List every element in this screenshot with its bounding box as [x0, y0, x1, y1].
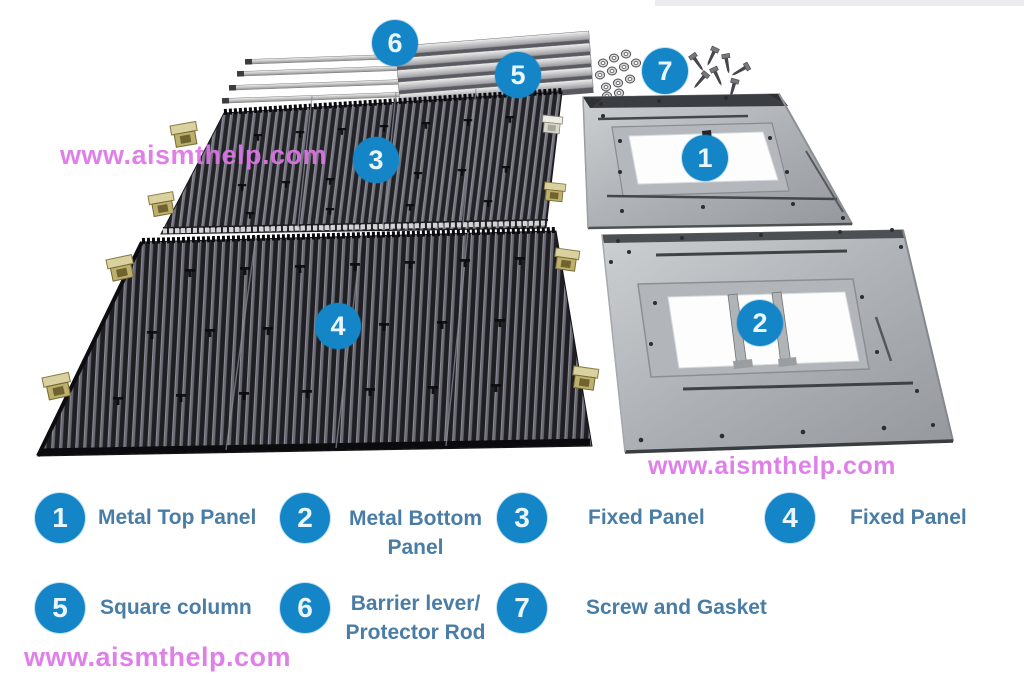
legend-label-4: Fixed Panel	[850, 506, 967, 529]
callout-badge-2: 2	[737, 300, 783, 346]
fixed-panel-bottom-part	[36, 227, 600, 457]
callout-badge-3: 3	[353, 137, 399, 183]
legend-badge-4: 4	[765, 493, 815, 543]
legend-label-1: Metal Top Panel	[98, 506, 257, 529]
watermark-text-top: www.aismthelp.com	[60, 140, 328, 170]
legend-label-7: Screw and Gasket	[586, 596, 767, 619]
callout-badge-7: 7	[642, 48, 688, 94]
callout-badge-6: 6	[372, 20, 418, 66]
watermark-text-bottom: www.aismthelp.com	[24, 642, 292, 672]
legend-badge-6: 6	[280, 583, 330, 633]
legend-badge-7: 7	[497, 583, 547, 633]
legend-badge-5: 5	[35, 583, 85, 633]
legend-label-5: Square column	[100, 596, 252, 619]
legend-label-3: Fixed Panel	[588, 506, 705, 529]
callout-badge-5: 5	[495, 52, 541, 98]
callout-badge-1: 1	[682, 135, 728, 181]
metal-bottom-panel-part	[601, 228, 954, 454]
photo-edge-streak	[655, 0, 1024, 6]
legend-label-6: Barrier lever/ Protector Rod	[345, 592, 486, 644]
callout-badge-4: 4	[315, 303, 361, 349]
watermark-text-middle: www.aismthelp.com	[648, 452, 896, 480]
square-columns-part	[395, 30, 594, 109]
legend-label-2: Metal Bottom Panel	[349, 507, 482, 559]
legend-badge-3: 3	[497, 493, 547, 543]
legend-badge-1: 1	[35, 493, 85, 543]
legend-badge-2: 2	[280, 493, 330, 543]
